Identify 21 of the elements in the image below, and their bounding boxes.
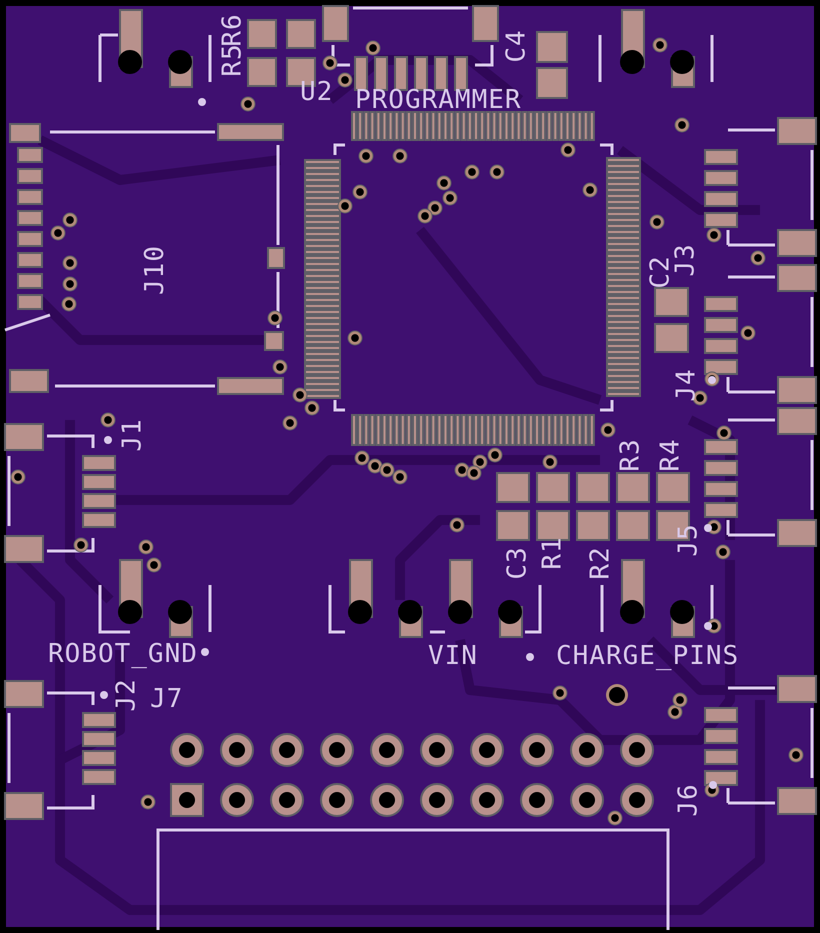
- silkscreen-label: J10: [142, 245, 168, 295]
- silkscreen-label: J6: [675, 783, 702, 817]
- silkscreen-label: J2: [113, 678, 140, 712]
- silkscreen-label: U2: [300, 79, 334, 105]
- silkscreen-label: R4: [657, 438, 684, 472]
- silkscreen-label: ROBOT_GND: [48, 641, 198, 667]
- silkscreen-label: R2: [587, 546, 614, 580]
- silkscreen-label: J3: [672, 243, 698, 277]
- silkscreen-label: R1: [539, 536, 566, 570]
- silkscreen-label: C4: [503, 29, 530, 63]
- silkscreen-label: VIN: [428, 643, 478, 669]
- silkscreen-label: J5: [675, 523, 702, 557]
- silkscreen-label: J1: [119, 418, 146, 452]
- silkscreen-label: J4: [673, 368, 700, 402]
- silkscreen-label: J7: [150, 686, 184, 712]
- silkscreen-label: PROGRAMMER: [355, 87, 522, 113]
- silkscreen-label: CHARGE_PINS: [556, 643, 740, 669]
- silkscreen-label: C2: [647, 255, 674, 289]
- silkscreen-label: C3: [504, 546, 530, 580]
- silkscreen-label: R6: [219, 13, 246, 47]
- silkscreen-label: R3: [617, 438, 644, 472]
